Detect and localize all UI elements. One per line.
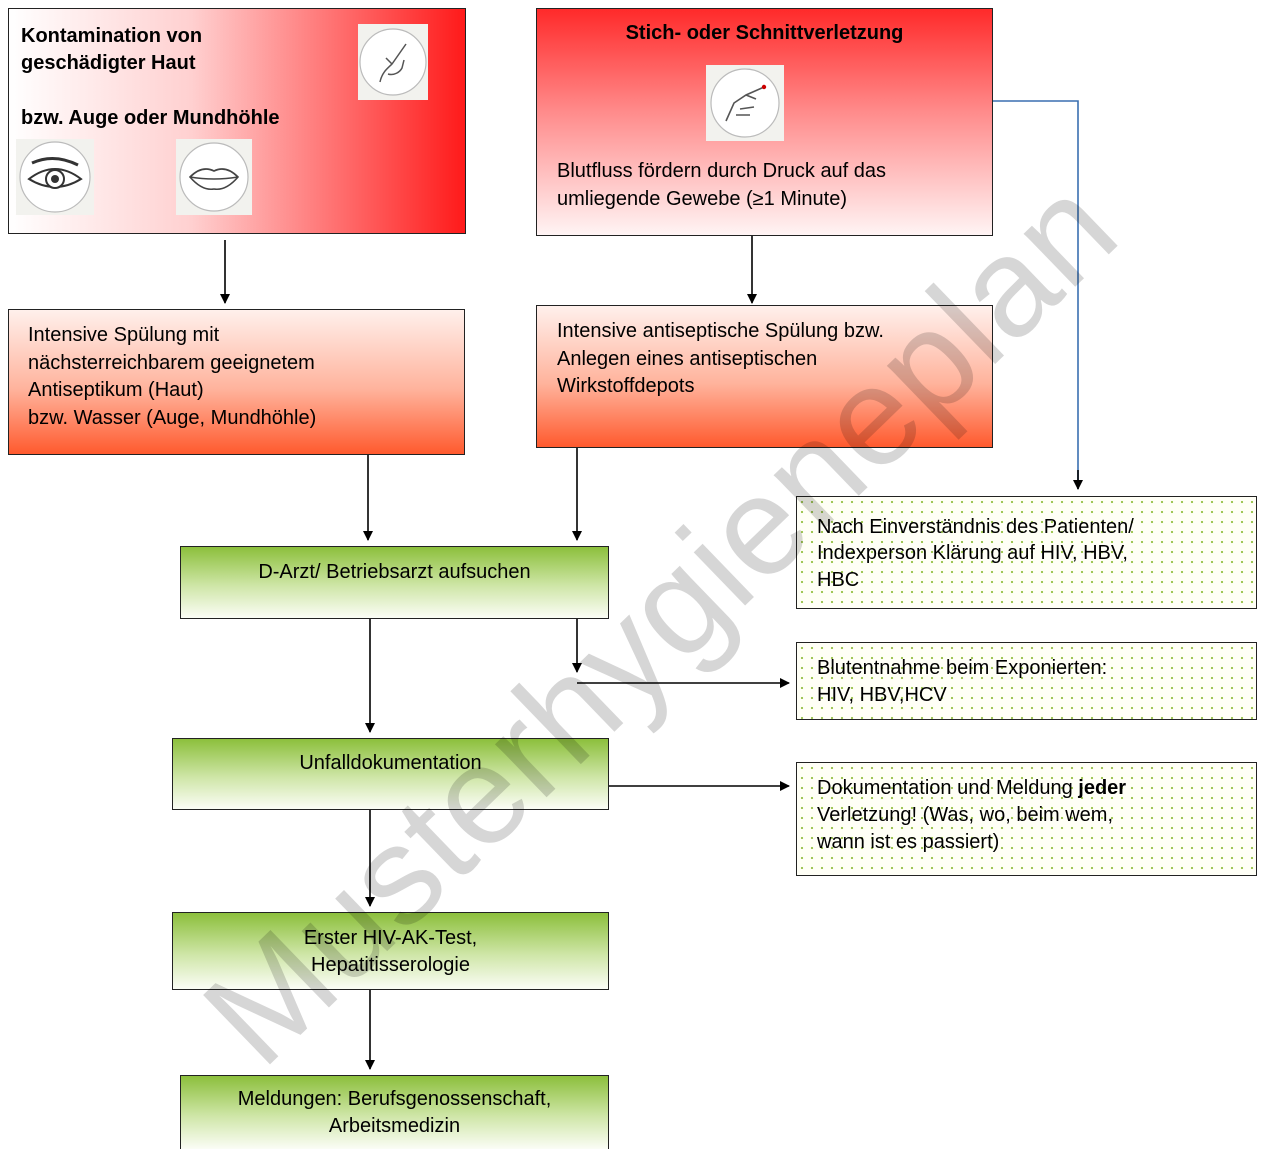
- doctor-box: D-Arzt/ Betriebsarzt aufsuchen: [180, 546, 609, 619]
- needlestick-box: Stich- oder Schnittverletzung Blutfluss …: [536, 8, 993, 236]
- report-line1-bold: jeder: [1078, 777, 1127, 799]
- contamination-line2: geschädigter Haut: [21, 52, 196, 74]
- needlestick-line1: Blutfluss fördern durch Druck auf das: [557, 160, 887, 182]
- report-box: Dokumentation und Meldung jeder Verletzu…: [796, 762, 1257, 876]
- rinse-antiseptic-line1: Intensive antiseptische Spülung bzw.: [557, 320, 884, 342]
- documentation-text: Unfalldokumentation: [299, 752, 482, 774]
- blood-line2: HIV, HBV,HCV: [817, 684, 947, 706]
- rinse-antiseptic-line3: Wirkstoffdepots: [557, 375, 695, 397]
- report-line3: wann ist es passiert): [817, 831, 1000, 853]
- rinse-skin-box: Intensive Spülung mit nächsterreichbarem…: [8, 309, 465, 455]
- notifications-box: Meldungen: Berufsgenossenschaft, Arbeits…: [180, 1075, 609, 1149]
- report-line1: Dokumentation und Meldung jeder: [817, 775, 1126, 802]
- connector-needlestick-to-consent: [993, 100, 1079, 489]
- eye-icon: [16, 139, 94, 215]
- hand-icon: [358, 24, 428, 100]
- rinse-skin-line1: Intensive Spülung mit: [28, 324, 220, 346]
- consent-box: Nach Einverständnis des Patienten/ Index…: [796, 496, 1257, 609]
- hiv-test-box: Erster HIV-AK-Test, Hepatitisserologie: [172, 912, 609, 990]
- lips-icon: [176, 139, 252, 215]
- consent-line1: Nach Einverständnis des Patienten/: [817, 516, 1134, 538]
- contamination-box: Kontamination von geschädigter Haut bzw.…: [8, 8, 466, 234]
- doctor-text: D-Arzt/ Betriebsarzt aufsuchen: [258, 561, 531, 583]
- rinse-antiseptic-line2: Anlegen eines antiseptischen: [557, 348, 818, 370]
- consent-line2: Indexperson Klärung auf HIV, HBV,: [817, 542, 1128, 564]
- notifications-line2: Arbeitsmedizin: [328, 1115, 461, 1137]
- consent-line3: HBC: [817, 569, 860, 591]
- hiv-test-line2: Hepatitisserologie: [311, 954, 470, 976]
- contamination-line1: Kontamination von: [21, 25, 203, 47]
- blood-line1: Blutentnahme beim Exponierten:: [817, 657, 1108, 679]
- contamination-line3: bzw. Auge oder Mundhöhle: [21, 107, 280, 129]
- report-line1-text: Dokumentation und Meldung: [817, 777, 1079, 799]
- needlestick-title: Stich- oder Schnittverletzung: [625, 22, 904, 44]
- rinse-antiseptic-box: Intensive antiseptische Spülung bzw. Anl…: [536, 305, 993, 448]
- report-line2: Verletzung! (Was, wo, beim wem,: [817, 804, 1114, 826]
- notifications-line1: Meldungen: Berufsgenossenschaft,: [237, 1088, 552, 1110]
- needlestick-line2: umliegende Gewebe (≥1 Minute): [557, 188, 848, 210]
- rinse-skin-line4: bzw. Wasser (Auge, Mundhöhle): [28, 407, 317, 429]
- pointing-finger-icon: [706, 65, 784, 141]
- rinse-skin-line2: nächsterreichbarem geeignetem: [28, 352, 315, 374]
- rinse-skin-line3: Antiseptikum (Haut): [28, 379, 204, 401]
- blood-box: Blutentnahme beim Exponierten: HIV, HBV,…: [796, 642, 1257, 720]
- documentation-box: Unfalldokumentation: [172, 738, 609, 810]
- hiv-test-line1: Erster HIV-AK-Test,: [303, 927, 478, 949]
